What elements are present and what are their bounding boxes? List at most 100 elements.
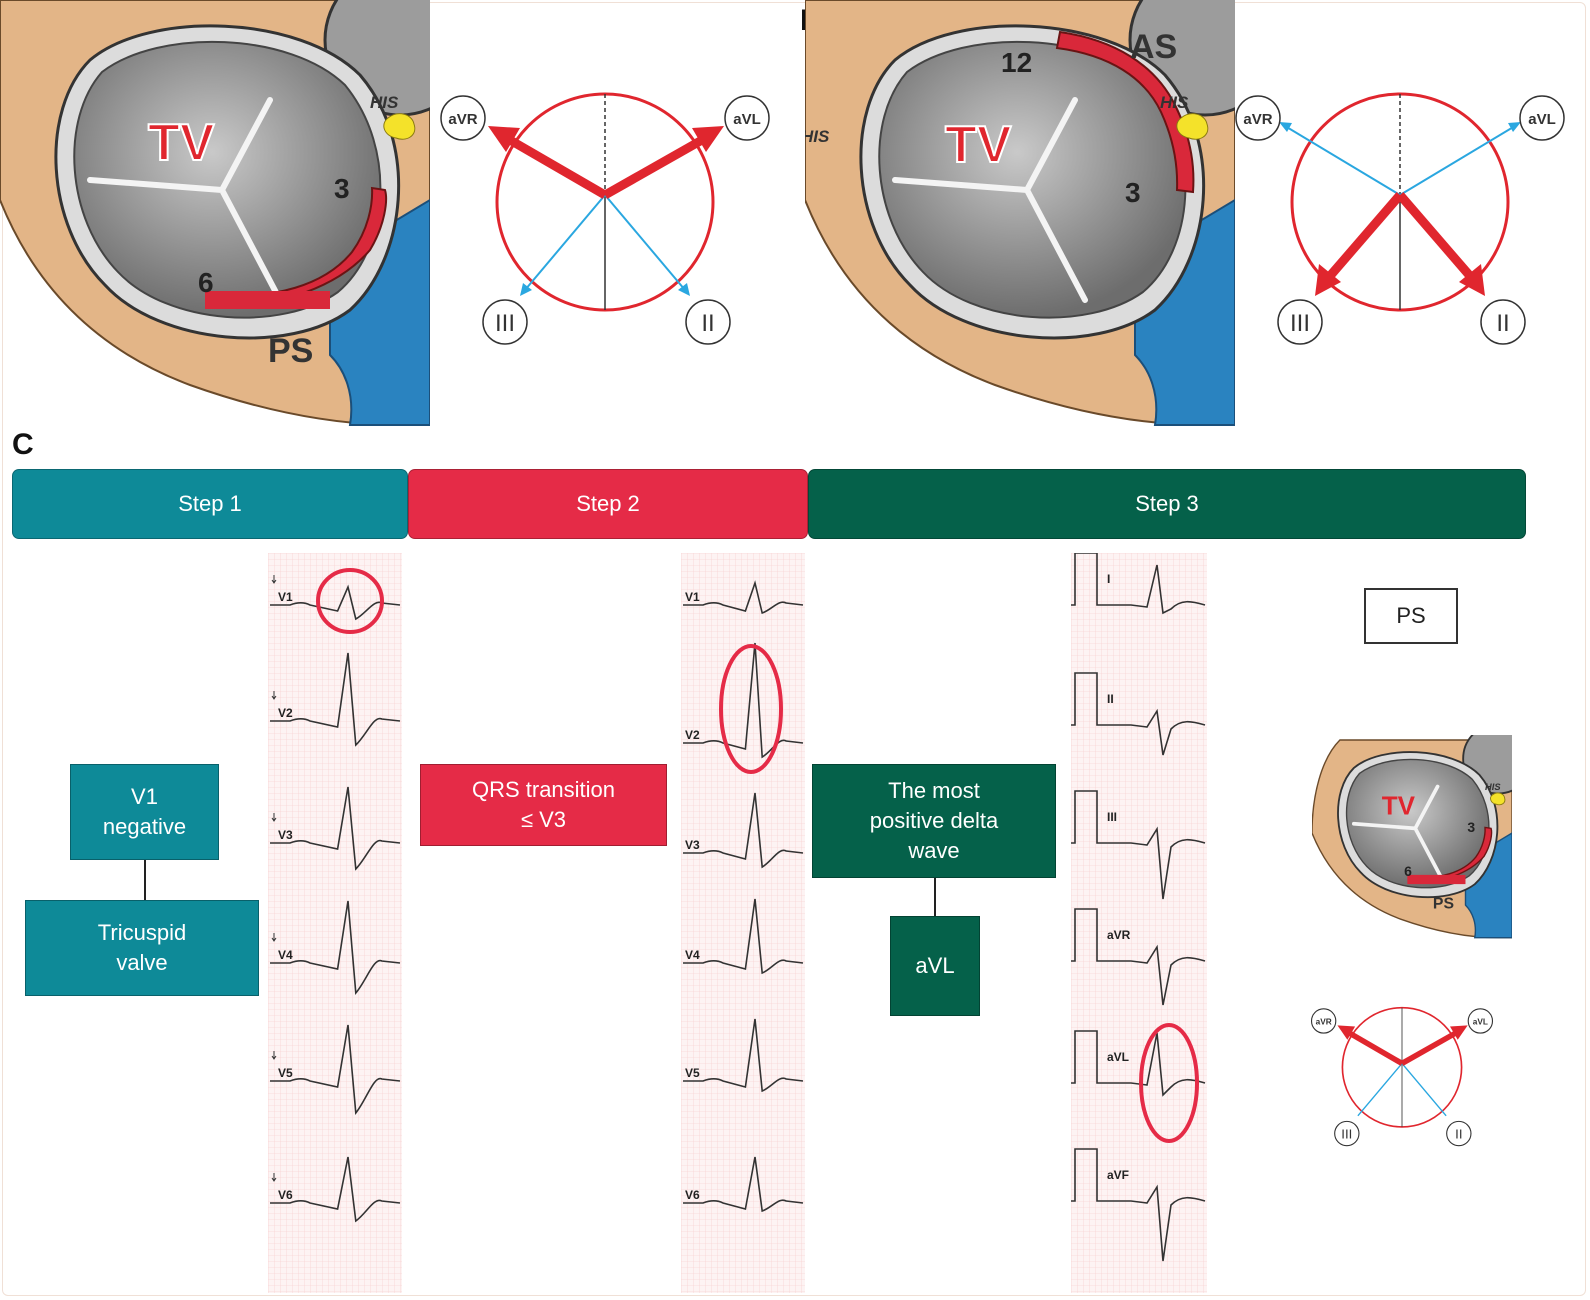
his-label-small: HIS xyxy=(1485,782,1501,792)
ecg-trace xyxy=(1105,564,1206,615)
pos3-label-small: 3 xyxy=(1467,819,1475,835)
most-positive-delta-box: The most positive delta wave xyxy=(812,764,1056,878)
valve-leaflet-lines-a xyxy=(87,97,283,303)
step3-bar: Step 3 xyxy=(808,469,1526,539)
ecg-trace xyxy=(270,900,401,995)
ecg-marker xyxy=(271,813,277,822)
ecg-lead-label: V3 xyxy=(685,838,700,852)
axis-ii-small: II xyxy=(1455,1126,1462,1141)
axis-ii-b: II xyxy=(1496,310,1509,337)
ps-label-a: PS xyxy=(268,332,313,370)
ecg-trace xyxy=(1105,826,1206,900)
valve-diagram-a: TV HIS 3 6 PS xyxy=(0,0,430,426)
his-right-label-b: HIS xyxy=(1160,93,1189,112)
pos12-label-b: 12 xyxy=(1001,47,1032,78)
ecg-lead-label: V6 xyxy=(685,1188,700,1202)
ecg-lead-label: aVF xyxy=(1107,1168,1129,1182)
axis-avl-b: aVL xyxy=(1528,111,1556,128)
connector-step1 xyxy=(144,860,146,900)
tv-label-a: TV xyxy=(148,114,215,172)
ecg-trace xyxy=(270,1024,401,1116)
ecg-lead-label: III xyxy=(1107,810,1117,824)
ecg-trace xyxy=(270,652,401,747)
ecg-marker xyxy=(271,691,277,700)
ecg-trace xyxy=(1105,944,1206,1006)
ecg-lead-label: I xyxy=(1107,572,1110,586)
his-label-a: HIS xyxy=(370,93,399,112)
axis-avl-a: aVL xyxy=(733,111,761,128)
ps-label-small: PS xyxy=(1433,895,1454,912)
v1-highlight-circle xyxy=(316,568,384,634)
panel-letter-c: C xyxy=(12,428,34,461)
ecg-lead-label: V2 xyxy=(685,728,700,742)
step1-bar: Step 1 xyxy=(12,469,408,539)
axis-iii-small: III xyxy=(1341,1126,1352,1141)
step2-bar: Step 2 xyxy=(408,469,808,539)
his-left-label-b: HIS xyxy=(805,127,830,146)
v1-negative-box: V1 negative xyxy=(70,764,219,860)
avl-highlight-circle xyxy=(1139,1023,1199,1143)
ecg-lead-label: V1 xyxy=(685,590,700,604)
valve-diagram-b: TV HIS HIS 12 3 AS xyxy=(805,0,1235,426)
connector-step3 xyxy=(934,878,936,916)
ecg-lead-label: V4 xyxy=(278,948,293,962)
axis-avr-a: aVR xyxy=(448,111,477,128)
axis-ii-a: II xyxy=(701,310,714,337)
axis-iii-a: III xyxy=(495,310,515,337)
axis-diagram-small: aVR aVL III II xyxy=(1310,1006,1494,1147)
ecg-lead-label: II xyxy=(1107,692,1114,706)
axis-avr-small: aVR xyxy=(1316,1017,1332,1026)
axis-diagram-a: aVR aVL III II xyxy=(440,92,770,345)
ecg-trace xyxy=(270,584,401,621)
ecg-trace xyxy=(683,642,804,759)
pos6-label-small: 6 xyxy=(1404,863,1412,879)
ecg-lead-label: V6 xyxy=(278,1188,293,1202)
avl-box: aVL xyxy=(890,916,980,1016)
ecg-calibration xyxy=(1071,790,1105,844)
ecg-marker xyxy=(271,1173,277,1182)
tv-label-b: TV xyxy=(945,116,1012,174)
valve-leaflet-lines-b xyxy=(892,97,1088,303)
tv-label-small: TV xyxy=(1382,790,1416,820)
ecg-trace xyxy=(1105,708,1206,756)
pos3-label-a: 3 xyxy=(334,173,350,204)
ecg-trace xyxy=(683,792,804,869)
ecg-lead-label: aVL xyxy=(1107,1050,1129,1064)
as-label-b: AS xyxy=(1130,28,1177,66)
ecg-trace xyxy=(683,580,804,615)
ecg-lead-label: V5 xyxy=(278,1066,293,1080)
axis-avr-b: aVR xyxy=(1243,111,1272,128)
red-annulus-b xyxy=(1055,30,1195,194)
v2-highlight-circle xyxy=(719,644,783,774)
red-annulus-a xyxy=(209,186,388,307)
ecg-trace xyxy=(270,786,401,871)
axis-diagram-b: aVR aVL III II xyxy=(1235,92,1565,345)
ecg-trace xyxy=(683,1156,804,1213)
ecg-lead-label: V3 xyxy=(278,828,293,842)
ecg-lead-label: V5 xyxy=(685,1066,700,1080)
ecg-trace xyxy=(683,898,804,975)
axis-iii-b: III xyxy=(1290,310,1310,337)
ecg-marker xyxy=(271,575,277,584)
tricuspid-valve-box: Tricuspid valve xyxy=(25,900,259,996)
qrs-transition-box: QRS transition ≤ V3 xyxy=(420,764,667,846)
ecg-trace xyxy=(270,1156,401,1223)
his-bundle-a xyxy=(383,113,416,140)
ecg-calibration xyxy=(1071,1148,1105,1202)
ecg-trace xyxy=(1105,1184,1206,1262)
ecg-lead-label: V4 xyxy=(685,948,700,962)
valve-diagram-small: TV HIS 3 6 PS xyxy=(1312,735,1512,939)
his-bundle-b xyxy=(1176,113,1209,140)
ps-box: PS xyxy=(1364,588,1458,644)
pos3-label-b: 3 xyxy=(1125,177,1141,208)
ecg-calibration xyxy=(1071,553,1105,606)
ecg-lead-label: V2 xyxy=(278,706,293,720)
pos6-label-a: 6 xyxy=(198,267,214,298)
axis-avl-small: aVL xyxy=(1473,1017,1488,1026)
ecg-lead-label: aVR xyxy=(1107,928,1131,942)
ecg-calibration xyxy=(1071,1030,1105,1084)
